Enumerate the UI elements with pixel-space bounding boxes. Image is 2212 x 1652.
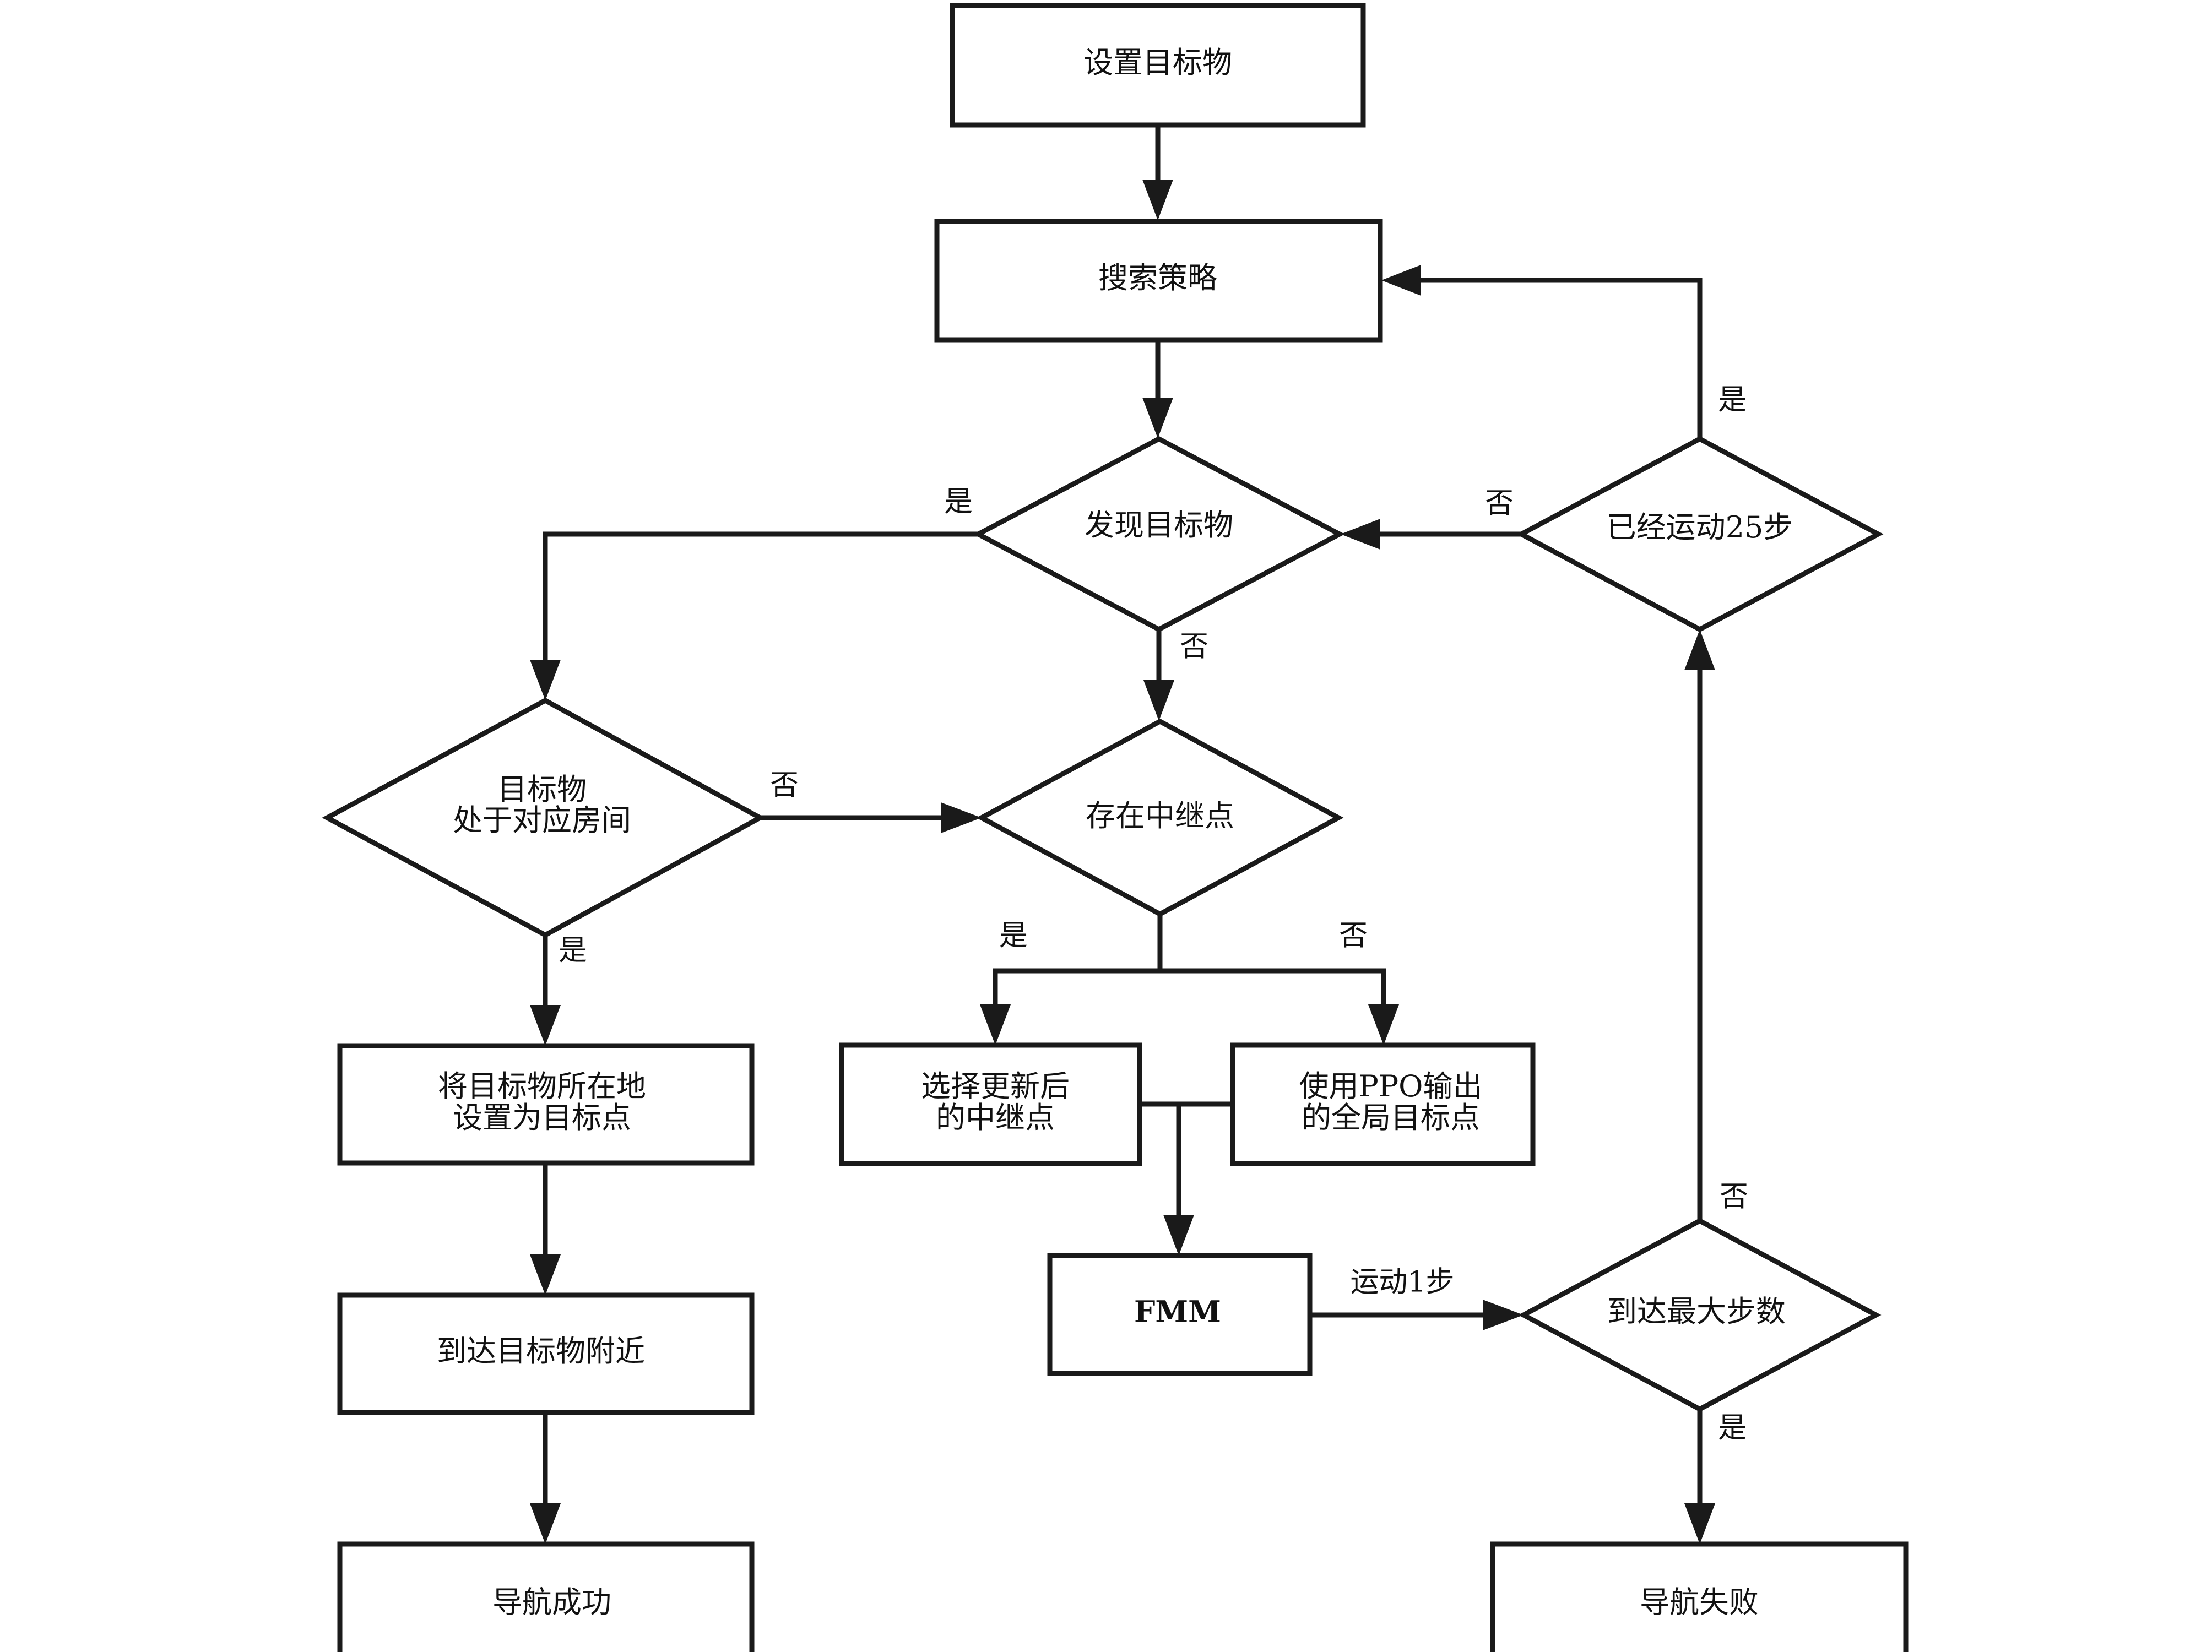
node-ppo-goal-label-1: 使用PPO输出: [1299, 1069, 1483, 1104]
node-select-relay-label-1: 选择更新后: [921, 1069, 1070, 1104]
node-set-goal-label-1: 将目标物所在地: [438, 1069, 646, 1104]
node-max-steps-reached: 到达最大步数: [1518, 1218, 1882, 1412]
label-move-one-step: 运动1步: [1350, 1266, 1454, 1299]
edge-set-goal-to-reach: [530, 1163, 561, 1295]
node-target-in-room-label-1: 目标物: [497, 772, 587, 807]
label-moved25-no: 否: [1485, 487, 1514, 520]
edge-fmm-to-max-steps: [1310, 1300, 1524, 1330]
label-max-yes: 是: [1718, 1412, 1747, 1445]
edge-in-room-yes-to-set-goal: [530, 935, 561, 1046]
node-max-steps-reached-label: 到达最大步数: [1607, 1294, 1786, 1329]
node-select-relay-label-2: 的中继点: [936, 1100, 1055, 1135]
node-target-in-room-label-2: 处于对应房间: [453, 803, 631, 838]
node-nav-success: 导航成功: [337, 1541, 755, 1652]
node-select-relay: 选择更新后 的中继点: [839, 1042, 1142, 1166]
node-reach-near-target-label: 到达目标物附近: [437, 1334, 645, 1368]
edge-in-room-no-to-relay: [760, 802, 982, 833]
node-target-in-room: 目标物 处于对应房间: [322, 697, 766, 938]
node-fmm: FMM: [1047, 1253, 1313, 1376]
edge-search-to-found: [1142, 340, 1173, 438]
node-relay-exists: 存在中继点: [976, 718, 1344, 917]
edge-max-yes-to-fail: [1684, 1409, 1715, 1544]
edge-max-no-to-moved25: [1684, 629, 1715, 1221]
edge-reach-to-success: [530, 1412, 561, 1544]
label-relay-no: 否: [1339, 920, 1368, 953]
node-nav-fail-label: 导航失败: [1640, 1585, 1759, 1620]
node-set-goal: 将目标物所在地 设置为目标点: [337, 1043, 755, 1166]
node-nav-success-label: 导航成功: [492, 1585, 611, 1620]
edge-relay-split: [980, 914, 1399, 1045]
node-set-goal-label-2: 设置为目标点: [453, 1100, 631, 1135]
label-in-room-yes: 是: [559, 934, 587, 968]
node-relay-exists-label: 存在中继点: [1086, 798, 1234, 833]
label-found-yes: 是: [944, 486, 973, 519]
edge-moved25-no-to-found: [1341, 519, 1521, 550]
node-ppo-goal: 使用PPO输出 的全局目标点: [1230, 1042, 1536, 1166]
node-reach-near-target: 到达目标物附近: [337, 1292, 755, 1415]
edge-goals-merge-to-fmm: [1140, 1101, 1233, 1256]
label-max-no: 否: [1720, 1181, 1748, 1214]
node-fmm-label: FMM: [1134, 1294, 1221, 1329]
label-moved25-yes: 是: [1718, 384, 1747, 417]
node-set-target: 设置目标物: [950, 3, 1366, 128]
node-ppo-goal-label-2: 的全局目标点: [1302, 1100, 1480, 1135]
node-moved-25-steps-label: 已经运动25步: [1607, 510, 1793, 545]
edge-found-no-to-relay: [1143, 629, 1174, 721]
edge-found-yes-to-in-room: [530, 531, 978, 700]
node-moved-25-steps: 已经运动25步: [1516, 436, 1884, 633]
label-in-room-no: 否: [770, 769, 799, 802]
node-found-target-label: 发现目标物: [1085, 508, 1233, 542]
node-nav-fail: 导航失败: [1490, 1541, 1909, 1652]
edge-moved25-yes-to-search: [1381, 265, 1703, 439]
label-found-no: 否: [1180, 631, 1208, 664]
node-search-strategy: 搜索策略: [934, 219, 1383, 343]
node-found-target: 发现目标物: [973, 436, 1345, 633]
node-search-strategy-label: 搜索策略: [1098, 260, 1217, 295]
edge-set-target-to-search: [1142, 125, 1173, 220]
label-relay-yes: 是: [999, 920, 1028, 953]
node-set-target-label: 设置目标物: [1083, 45, 1232, 80]
